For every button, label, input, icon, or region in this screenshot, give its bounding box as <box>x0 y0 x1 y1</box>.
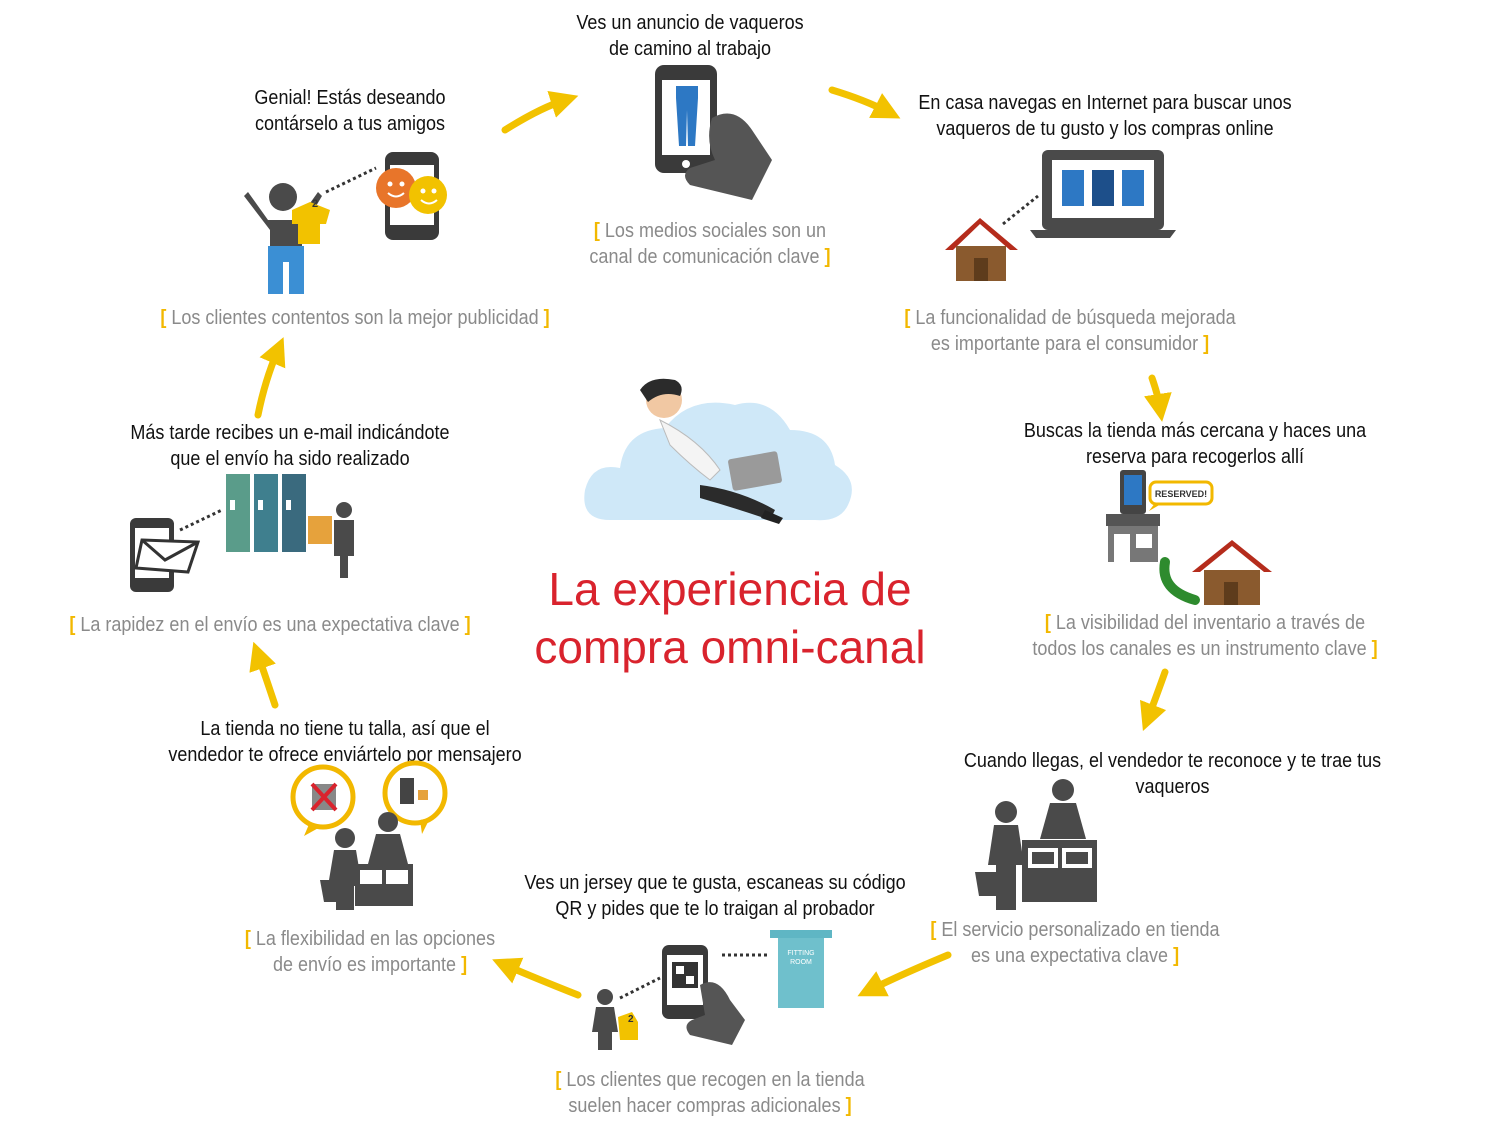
size-badge-8: 2 <box>312 198 318 210</box>
arrow-3-to-4 <box>1140 668 1169 732</box>
qr-scan-fitting-icon: 2 FITTING ROOM <box>592 930 832 1050</box>
step-7-note: [ La rapidez en el envío es una expectat… <box>69 614 471 636</box>
step-5-text: Ves un jersey que te gusta, escaneas su … <box>524 872 906 920</box>
arrow-8-to-1 <box>501 90 579 134</box>
reserved-label: RESERVED! <box>1155 489 1207 499</box>
phone-jeans-icon <box>655 65 772 200</box>
happy-friends-icon: 2 <box>244 152 447 294</box>
step-4-text: Cuando llegas, el vendedor te reconoce y… <box>963 750 1382 798</box>
cycle-arrows <box>249 86 1172 999</box>
fitting-room-label-1: FITTING <box>787 950 814 957</box>
step-2-text: En casa navegas en Internet para buscar … <box>918 92 1292 140</box>
courier-offer-icon <box>290 760 448 910</box>
step-8-note: [ Los clientes contentos son la mejor pu… <box>160 307 550 329</box>
counter-service-icon <box>975 779 1097 910</box>
step-3-text: Buscas la tienda más cercana y haces una… <box>1023 420 1367 468</box>
arrow-2-to-3 <box>1144 374 1172 422</box>
store-reserve-icon: RESERVED! <box>1106 470 1272 605</box>
arrow-6-to-7 <box>249 641 279 709</box>
arrow-7-to-8 <box>254 337 286 419</box>
diagram-title: La experiencia de compra omni-canal <box>534 563 926 673</box>
size-badge-5: 2 <box>628 1014 634 1025</box>
laptop-home-icon <box>945 150 1176 281</box>
cloud-person-icon <box>584 378 852 524</box>
email-locker-icon <box>130 474 354 592</box>
arrow-4-to-5 <box>857 951 952 997</box>
fitting-room-label-2: ROOM <box>790 959 812 966</box>
step-3-note: [ La visibilidad del inventario a través… <box>1032 612 1378 660</box>
arrow-1-to-2 <box>828 86 901 119</box>
arrow-5-to-6 <box>492 957 582 999</box>
